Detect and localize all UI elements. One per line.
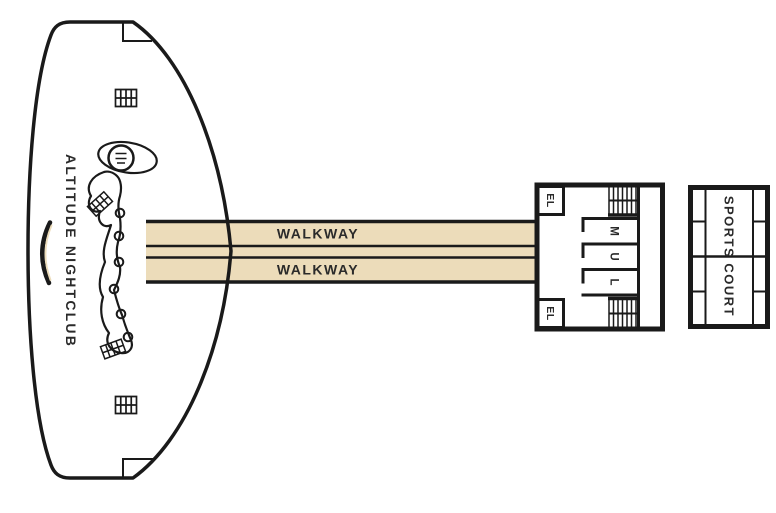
stage-loop bbox=[97, 140, 158, 175]
bench-arc-outer bbox=[40, 220, 53, 286]
stairs-icon-aft bbox=[114, 395, 138, 415]
nightclub-deck-hull bbox=[26, 20, 233, 480]
restroom-walls bbox=[581, 217, 639, 297]
stage-circle bbox=[107, 144, 135, 172]
walkway-strip bbox=[146, 220, 537, 283]
table-node bbox=[114, 207, 126, 219]
table-node bbox=[115, 308, 127, 320]
sports-court-label: SPORTS COURT bbox=[721, 196, 736, 317]
bench-arc bbox=[40, 220, 53, 286]
stair-tower-block: EL EL M U L bbox=[534, 182, 665, 332]
restroom-label-m: M bbox=[607, 226, 619, 236]
stair-tower-outline bbox=[534, 182, 665, 332]
dance-floor-tables bbox=[108, 207, 134, 343]
elevator-box-bottom bbox=[536, 298, 565, 329]
table-node bbox=[108, 283, 120, 295]
walkway-label-bottom: WALKWAY bbox=[277, 261, 359, 277]
elevator-label-top: EL bbox=[544, 193, 556, 208]
table-node bbox=[113, 230, 125, 242]
hatch-grid bbox=[86, 190, 114, 218]
sports-court: SPORTS COURT bbox=[688, 185, 770, 329]
table-node bbox=[113, 256, 125, 268]
hatch-detail-upper bbox=[86, 190, 114, 218]
restroom-label-u: U bbox=[607, 252, 619, 260]
nightclub-label: ALTITUDE NIGHTCLUB bbox=[63, 154, 79, 348]
restroom-label-l: L bbox=[607, 278, 619, 285]
elevator-label-bottom: EL bbox=[544, 306, 556, 321]
hatch-detail-lower bbox=[99, 338, 127, 360]
hatch-grid bbox=[99, 338, 127, 360]
walkway-lines bbox=[146, 219, 537, 284]
elevator-box-top bbox=[536, 185, 565, 216]
stage-circle-marks bbox=[115, 152, 127, 164]
hull-notch-bottom bbox=[122, 458, 153, 477]
walkway-label-top: WALKWAY bbox=[277, 225, 359, 241]
table-node bbox=[122, 331, 134, 343]
stairs-icon-forward bbox=[114, 88, 138, 108]
bench-arc-inner bbox=[44, 224, 53, 281]
hull-notch-top bbox=[122, 23, 152, 42]
